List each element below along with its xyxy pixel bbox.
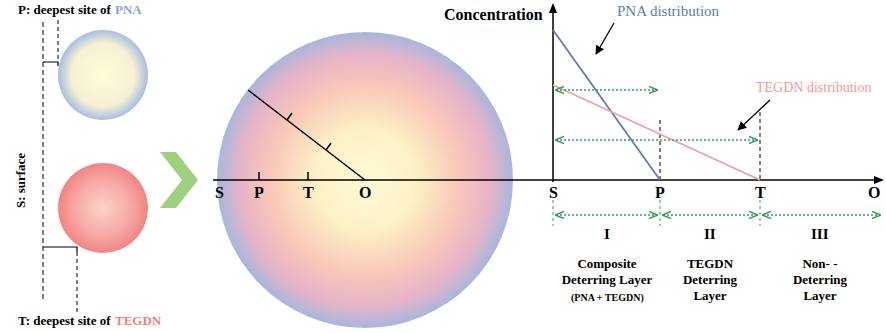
- region-divider: [760, 200, 761, 226]
- tick: [258, 172, 260, 180]
- tick: [287, 113, 292, 120]
- region-number: I: [604, 226, 610, 243]
- point-letter: S: [549, 184, 558, 202]
- curve-label: TEGDN distribution: [756, 80, 872, 96]
- tegdn-depth-bracket: [43, 247, 77, 252]
- curve-label: PNA distribution: [617, 3, 719, 20]
- axis-title: Concentration: [444, 6, 543, 24]
- axis-head: [874, 176, 884, 184]
- pna-depth-line: [58, 20, 59, 62]
- t-marker: [760, 112, 761, 180]
- range-arrow: [556, 139, 757, 141]
- range-arrow: [556, 214, 657, 216]
- point-letter: S: [215, 184, 224, 202]
- tegdn-name: TEGDN: [115, 314, 161, 329]
- point-note: P: deepest site of: [18, 3, 111, 18]
- point-letter: P: [655, 184, 665, 202]
- pna-curve: [553, 30, 660, 180]
- point-letter: T: [303, 184, 314, 202]
- region-number: II: [704, 226, 716, 243]
- layer-name: Non- -Deterring Layer: [778, 256, 862, 304]
- point-note: T: deepest site of: [18, 314, 111, 329]
- region-divider: [660, 200, 661, 226]
- pna-depth-bracket: [43, 62, 58, 66]
- leader-arrow: [596, 23, 614, 54]
- pna-circle: [58, 30, 148, 120]
- layer-name: TEGDN Deterring Layer: [668, 256, 752, 304]
- range-arrow: [556, 89, 657, 91]
- chevron: [160, 152, 198, 208]
- axis-head: [549, 3, 557, 13]
- tegdn-curve: [553, 85, 760, 180]
- tegdn-circle: [58, 163, 148, 253]
- surface-line: [43, 22, 44, 300]
- point-letter: P: [254, 184, 264, 202]
- layer-name: Composite Deterring Layer: [555, 256, 659, 288]
- range-arrow: [763, 214, 880, 216]
- layer-note: (PNA + TEGDN): [571, 292, 644, 304]
- p-marker: [660, 120, 661, 180]
- y-axis: [552, 10, 554, 182]
- point-letter: O: [868, 184, 880, 202]
- region-number: III: [811, 226, 829, 243]
- tegdn-depth-line: [77, 252, 78, 312]
- point-letter: O: [359, 184, 371, 202]
- depth-axis: [213, 179, 878, 181]
- surface-note: S: surface: [14, 153, 29, 208]
- pna-name: PNA: [115, 3, 142, 18]
- leader-arrow: [738, 100, 770, 130]
- tick: [326, 143, 331, 150]
- region-divider: [553, 200, 554, 226]
- range-arrow: [663, 214, 757, 216]
- tick: [307, 172, 309, 180]
- point-letter: T: [755, 184, 766, 202]
- radius-line: [248, 90, 365, 180]
